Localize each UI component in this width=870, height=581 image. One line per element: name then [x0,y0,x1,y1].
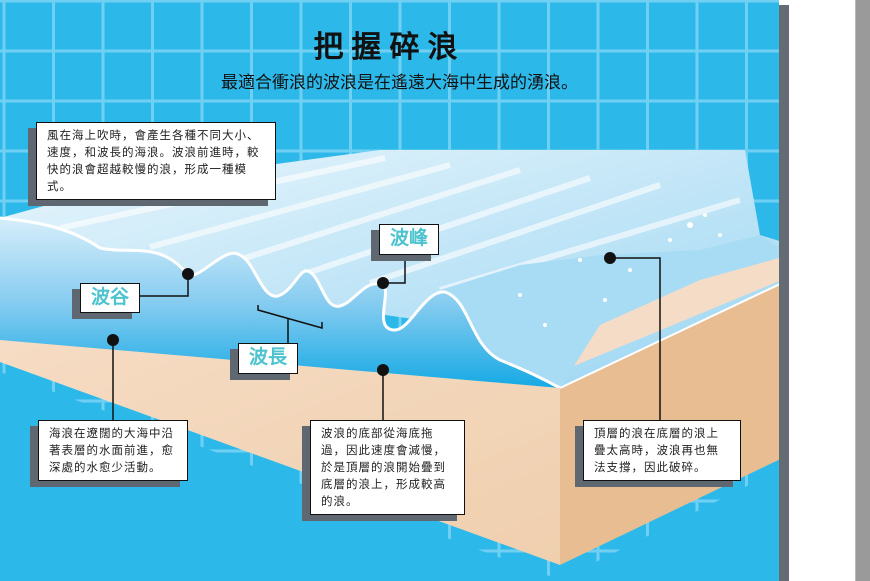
page-title: 把握碎浪 [313,30,466,65]
note-breaking: 頂層的浪在底層的浪上疊太高時，波浪再也無法支撐，因此破碎。 [583,420,741,481]
infographic-panel: 把握碎浪 最適合衝浪的波浪是在遙遠大海中生成的湧浪。 風在海上吹時，會產生各種不… [0,0,779,581]
panel-shadow [779,5,789,581]
note-open-sea: 海浪在遼闊的大海中沿著表層的水面前進，愈深處的水愈少活動。 [38,420,188,481]
wave-profile-line [0,216,561,390]
wave-block-illustration [0,150,779,581]
foam-water [440,235,779,388]
wavelength-bracket [257,305,323,345]
leader-lines [112,255,661,420]
label-crest: 波峰 [379,224,439,255]
page-edge [855,0,870,581]
note-seabed: 波浪的底部從海底拖過，因此速度會減慢，於是頂層的浪開始疊到底層的浪上，形成較高的… [310,420,465,515]
label-trough: 波谷 [80,283,140,313]
marker-dots [107,252,616,376]
foam-spray [518,213,722,327]
water-front-face [0,218,560,388]
block-shadow [0,372,779,581]
note-wind: 風在海上吹時，會產生各種不同大小、速度，和波長的海浪。波浪前進時，較快的浪會超越… [36,122,276,200]
label-wavelength: 波長 [238,343,298,374]
page-subtitle: 最適合衝浪的波浪是在遙遠大海中生成的湧浪。 [221,73,578,93]
